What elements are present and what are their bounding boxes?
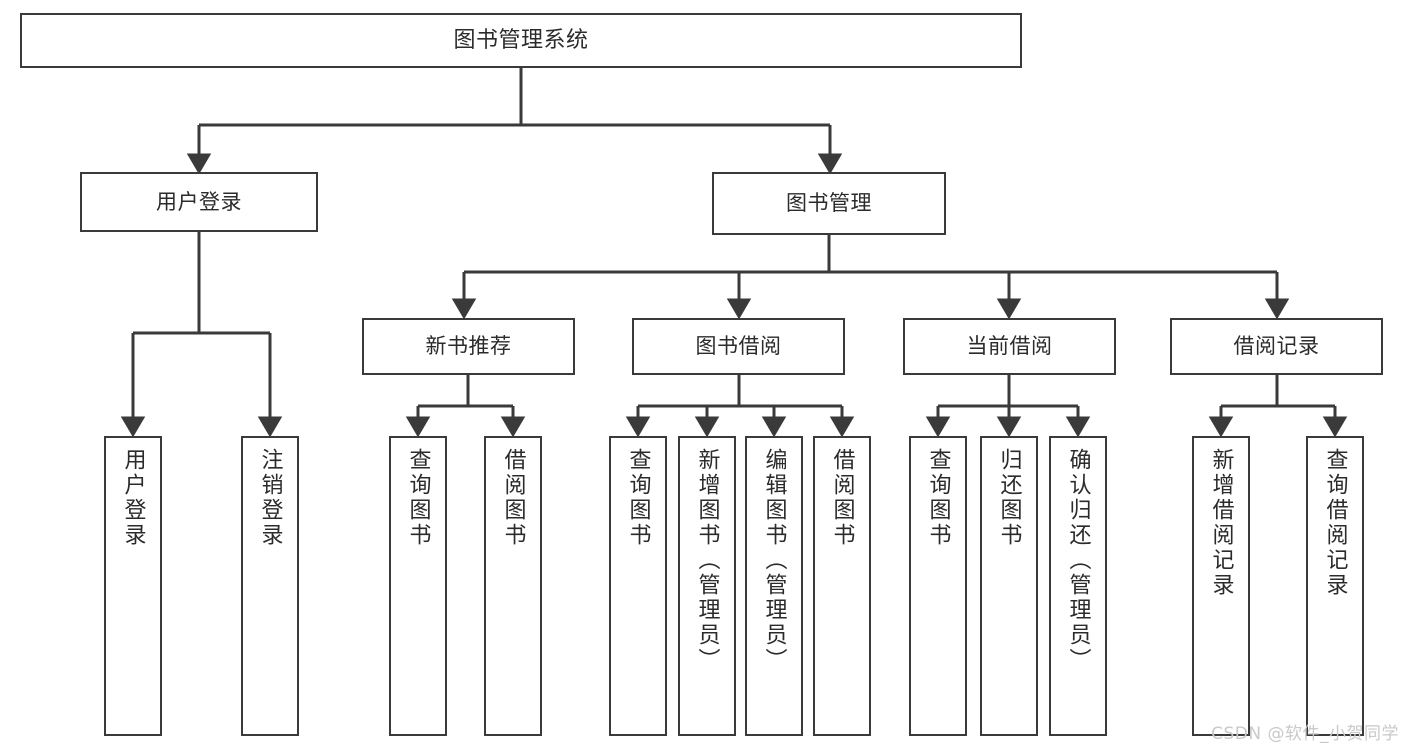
node-book-management[interactable]: 图书管理	[712, 172, 946, 235]
node-label: 图书借阅	[695, 334, 782, 359]
node-new-book-recommend[interactable]: 新书推荐	[362, 318, 575, 375]
node-label: 新增借阅记录	[1208, 448, 1234, 598]
node-label: 确认归还（管理员）	[1065, 448, 1091, 673]
leaf-borrow-borrow-book[interactable]: 借阅图书	[813, 436, 871, 736]
leaf-borrow-add-book[interactable]: 新增图书（管理员）	[678, 436, 736, 736]
node-label: 注销登录	[257, 448, 283, 548]
node-label: 编辑图书（管理员）	[761, 448, 787, 673]
node-label: 借阅记录	[1233, 334, 1320, 359]
node-label: 查询图书	[405, 448, 431, 548]
leaf-current-confirm-return[interactable]: 确认归还（管理员）	[1049, 436, 1107, 736]
node-label: 借阅图书	[829, 448, 855, 548]
node-user-login[interactable]: 用户登录	[80, 172, 318, 232]
leaf-recommend-query-book[interactable]: 查询图书	[389, 436, 447, 736]
leaf-borrow-query-book[interactable]: 查询图书	[609, 436, 667, 736]
node-label: 查询图书	[925, 448, 951, 548]
node-book-borrow[interactable]: 图书借阅	[632, 318, 845, 375]
leaf-user-login-signin[interactable]: 用户登录	[104, 436, 162, 736]
leaf-record-add-record[interactable]: 新增借阅记录	[1192, 436, 1250, 736]
leaf-recommend-borrow-book[interactable]: 借阅图书	[484, 436, 542, 736]
node-label: 当前借阅	[966, 334, 1053, 359]
node-label: 新书推荐	[425, 334, 512, 359]
node-root-system[interactable]: 图书管理系统	[20, 13, 1022, 68]
node-label: 用户登录	[156, 189, 242, 214]
leaf-user-login-signout[interactable]: 注销登录	[241, 436, 299, 736]
watermark: CSDN @软件_小贺同学	[1211, 724, 1399, 744]
node-label: 查询图书	[625, 448, 651, 548]
node-label: 新增图书（管理员）	[694, 448, 720, 673]
node-label: 归还图书	[996, 448, 1022, 548]
node-current-borrow[interactable]: 当前借阅	[903, 318, 1116, 375]
node-label: 图书管理	[786, 191, 872, 216]
node-label: 借阅图书	[500, 448, 526, 548]
leaf-current-query-book[interactable]: 查询图书	[909, 436, 967, 736]
node-label: 图书管理系统	[453, 27, 589, 53]
node-borrow-record[interactable]: 借阅记录	[1170, 318, 1383, 375]
leaf-record-query-record[interactable]: 查询借阅记录	[1306, 436, 1364, 736]
leaf-current-return-book[interactable]: 归还图书	[980, 436, 1038, 736]
node-label: 用户登录	[120, 448, 146, 548]
leaf-borrow-edit-book[interactable]: 编辑图书（管理员）	[745, 436, 803, 736]
node-label: 查询借阅记录	[1322, 448, 1348, 598]
